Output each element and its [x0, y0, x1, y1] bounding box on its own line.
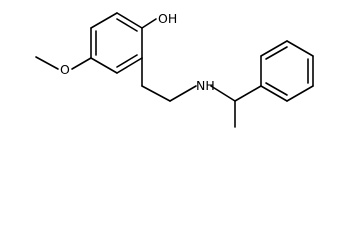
phenyl-ring [260, 40, 314, 102]
bond [286, 85, 314, 102]
bond [116, 12, 143, 29]
double-bond-inner [265, 82, 288, 96]
methoxy-oxygen-label: O [60, 62, 70, 77]
bond [90, 12, 118, 29]
double-bond-inner [116, 54, 138, 68]
methylene-amine-bond [169, 85, 197, 102]
methine-phenyl-bond [234, 85, 262, 102]
double-bond-inner [116, 18, 138, 32]
methylene-bond [141, 85, 171, 102]
aryl-oxygen-bond [71, 57, 92, 70]
methyl-oxygen-bond [35, 56, 59, 70]
bond [260, 40, 288, 57]
bond [90, 57, 118, 74]
molecule-diagram: OH NH O [35, 11, 314, 128]
amine-methine-bond [210, 85, 236, 102]
hydroxyl-bond [141, 18, 157, 29]
bond [260, 85, 288, 102]
amine-label: NH [196, 78, 215, 93]
bond [286, 40, 314, 57]
bond [116, 57, 143, 74]
hydroxyl-label: OH [158, 11, 177, 26]
structure-canvas: OH NH O [35, 11, 314, 128]
phenol-ring [90, 12, 143, 74]
double-bond-inner [265, 46, 288, 60]
